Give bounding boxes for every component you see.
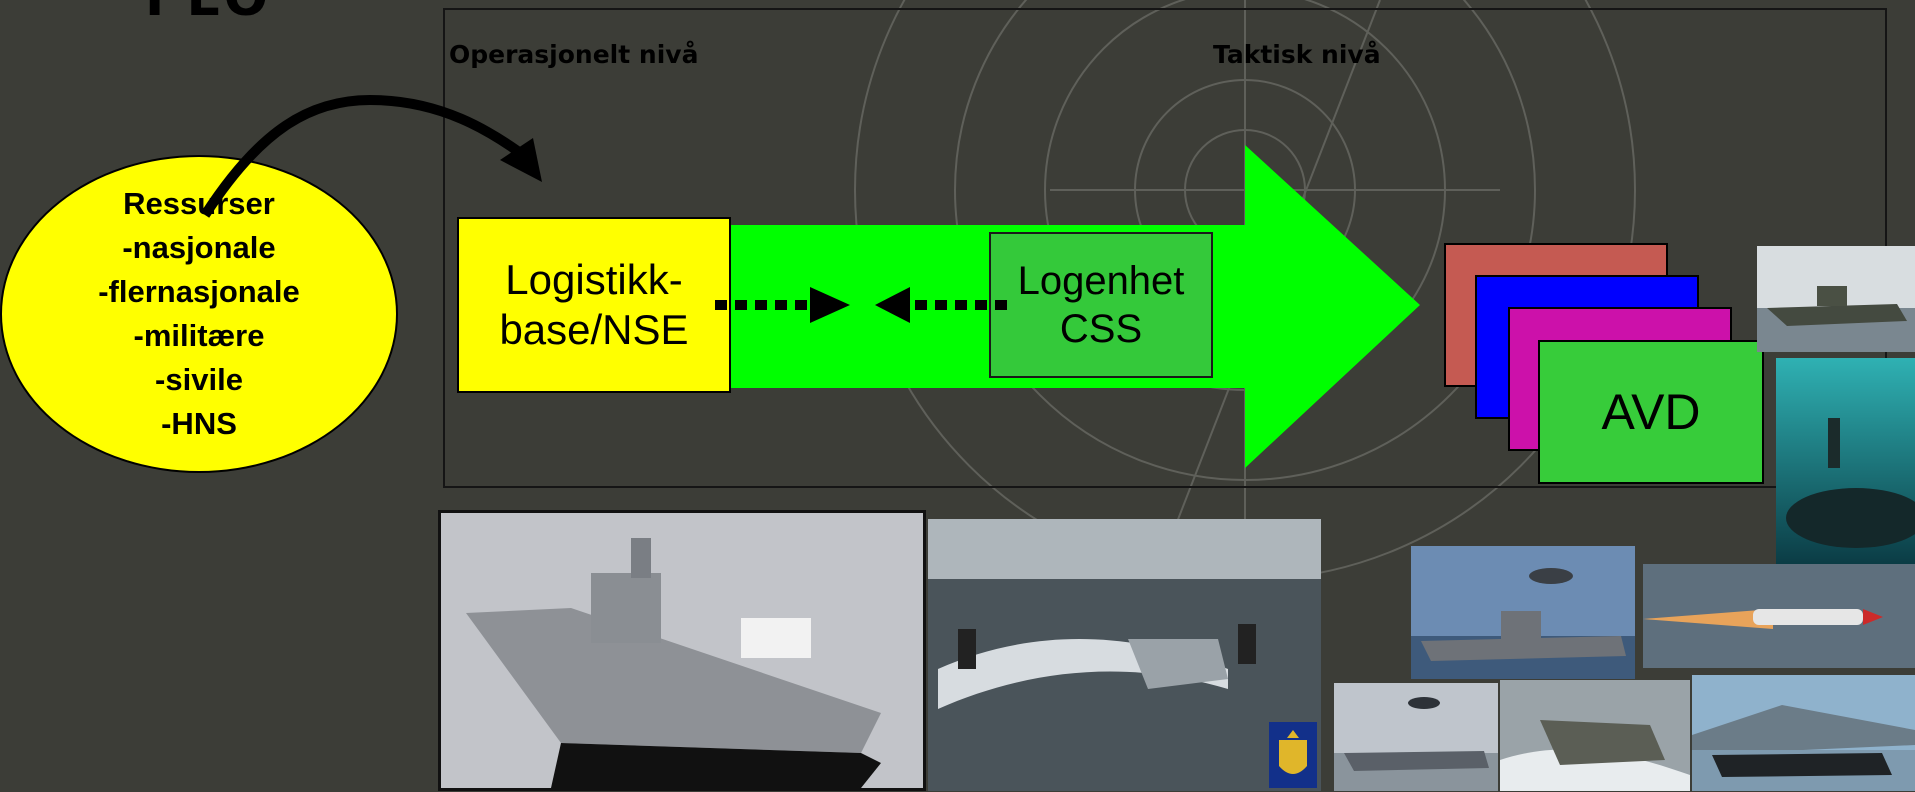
resources-title: Ressurser — [123, 186, 275, 221]
frigate-helicopter-photo — [1411, 546, 1635, 679]
resources-ellipse: Ressurser -nasjonale -flernasjonale -mil… — [0, 155, 398, 473]
resource-item-multinational: -flernasjonale — [98, 274, 300, 309]
combat-boat-wake-photo — [1500, 680, 1690, 791]
log-unit-box: Logenhet CSS — [989, 232, 1213, 378]
resource-item-military: -militære — [133, 318, 265, 353]
resource-item-hns: -HNS — [161, 406, 237, 441]
arrow-left-head — [875, 287, 910, 323]
supply-ship-render-photo — [438, 510, 926, 791]
avd-card: AVD — [1538, 340, 1764, 484]
dotted-double-arrow — [715, 287, 1015, 323]
resource-item-national: -nasjonale — [122, 230, 276, 265]
tactical-level-label: Taktisk nivå — [1213, 40, 1381, 69]
logistics-base-box: Logistikk- base/NSE — [457, 217, 731, 393]
resource-item-civil: -sivile — [155, 362, 243, 397]
submarine-underwater-photo — [1776, 358, 1915, 564]
combat-boat-photo — [1757, 246, 1915, 352]
page-title-fragment: FLO — [145, 0, 274, 28]
navy-crest-icon — [1269, 722, 1317, 788]
rib-boat-photo — [1692, 675, 1915, 791]
log-unit-line1: Logenhet — [1017, 259, 1185, 303]
avd-label: AVD — [1601, 384, 1701, 440]
operational-level-label: Operasjonelt nivå — [449, 40, 699, 69]
curved-arrow — [200, 94, 542, 218]
log-unit-line2: CSS — [1059, 307, 1143, 351]
ship-and-submarines-photo — [928, 519, 1321, 791]
missile-launch-photo — [1643, 564, 1915, 668]
minesweeper-helicopter-photo — [1334, 683, 1498, 791]
logistics-base-line1: Logistikk- — [505, 256, 683, 303]
logistics-base-line2: base/NSE — [499, 306, 689, 353]
arrow-right-head — [810, 287, 850, 323]
